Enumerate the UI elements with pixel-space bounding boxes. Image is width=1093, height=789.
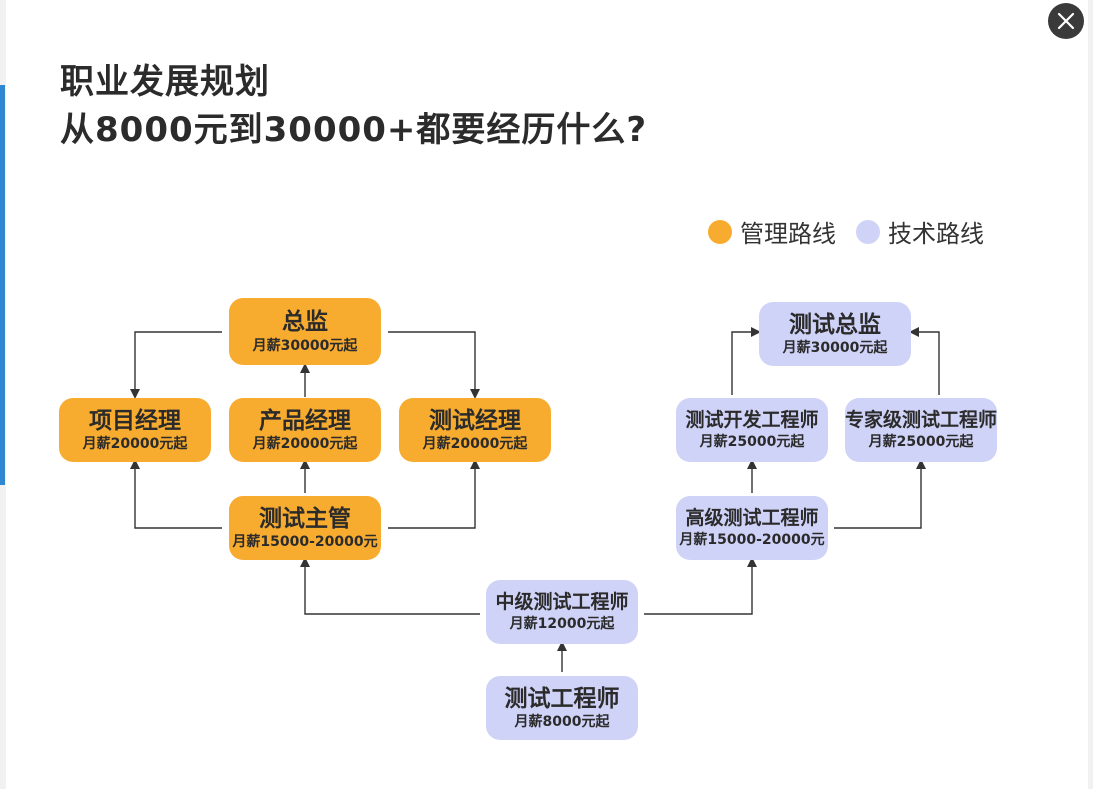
close-icon [1057, 12, 1075, 30]
connector-senior-to-expert [834, 459, 926, 529]
node-salary: 月薪15000-20000元 [232, 534, 378, 551]
node-mid-test-engineer: 中级测试工程师 月薪12000元起 [486, 580, 638, 644]
image-viewer-modal [6, 0, 1088, 789]
node-title: 测试经理 [429, 407, 521, 434]
node-test-dev-engineer: 测试开发工程师 月薪25000元起 [676, 398, 828, 462]
page-title: 职业发展规划 从8000元到30000+都要经历什么? [60, 58, 647, 154]
legend-dot-technical [856, 219, 880, 244]
node-salary: 月薪25000元起 [699, 433, 805, 450]
legend: 管理路线 技术路线 [708, 214, 1004, 249]
node-test-manager: 测试经理 月薪20000元起 [399, 398, 551, 462]
legend-item-management: 管理路线 [708, 214, 836, 249]
title-line-1: 职业发展规划 [60, 62, 270, 102]
connector-director-to-project-manager [130, 331, 222, 399]
node-product-manager: 产品经理 月薪20000元起 [229, 398, 381, 462]
connector-supervisor-to-test-manager [388, 459, 480, 529]
node-salary: 月薪25000元起 [868, 433, 974, 450]
legend-dot-management [708, 219, 732, 244]
node-salary: 月薪20000元起 [82, 436, 188, 453]
connector-mid-to-senior [644, 557, 757, 615]
connector-test-dev-to-test-director [731, 327, 761, 395]
node-project-manager: 项目经理 月薪20000元起 [59, 398, 211, 462]
node-salary: 月薪20000元起 [422, 436, 528, 453]
node-expert-test-engineer: 专家级测试工程师 月薪25000元起 [845, 398, 997, 462]
node-title: 高级测试工程师 [685, 507, 819, 530]
node-test-director: 测试总监 月薪30000元起 [759, 302, 911, 366]
node-salary: 月薪20000元起 [252, 436, 358, 453]
node-director: 总监 月薪30000元起 [229, 298, 381, 365]
node-title: 测试总监 [789, 311, 881, 338]
node-title: 产品经理 [259, 407, 351, 434]
node-title: 专家级测试工程师 [845, 409, 998, 432]
node-test-supervisor: 测试主管 月薪15000-20000元 [229, 496, 381, 560]
background-left-strip [0, 85, 5, 485]
connector-expert-to-test-director [909, 327, 940, 395]
legend-label-technical: 技术路线 [888, 220, 984, 248]
legend-item-technical: 技术路线 [856, 214, 984, 249]
connector-director-to-test-manager [388, 331, 480, 399]
node-title: 测试主管 [259, 505, 351, 532]
node-title: 总监 [282, 309, 328, 336]
node-salary: 月薪8000元起 [514, 714, 610, 731]
node-test-engineer: 测试工程师 月薪8000元起 [486, 676, 638, 740]
connector-supervisor-to-project-manager [130, 459, 222, 529]
node-salary: 月薪30000元起 [252, 337, 358, 354]
node-title: 项目经理 [89, 407, 181, 434]
node-title: 中级测试工程师 [495, 591, 629, 614]
node-salary: 月薪30000元起 [782, 340, 888, 357]
node-title: 测试工程师 [504, 685, 620, 712]
node-salary: 月薪15000-20000元 [679, 531, 825, 548]
legend-label-management: 管理路线 [740, 220, 836, 248]
node-title: 测试开发工程师 [685, 409, 819, 432]
close-button[interactable] [1048, 3, 1084, 39]
node-salary: 月薪12000元起 [509, 615, 615, 632]
connector-mid-to-supervisor [300, 557, 480, 615]
node-senior-test-engineer: 高级测试工程师 月薪15000-20000元 [676, 496, 828, 560]
title-line-2: 从8000元到30000+都要经历什么? [60, 110, 648, 150]
